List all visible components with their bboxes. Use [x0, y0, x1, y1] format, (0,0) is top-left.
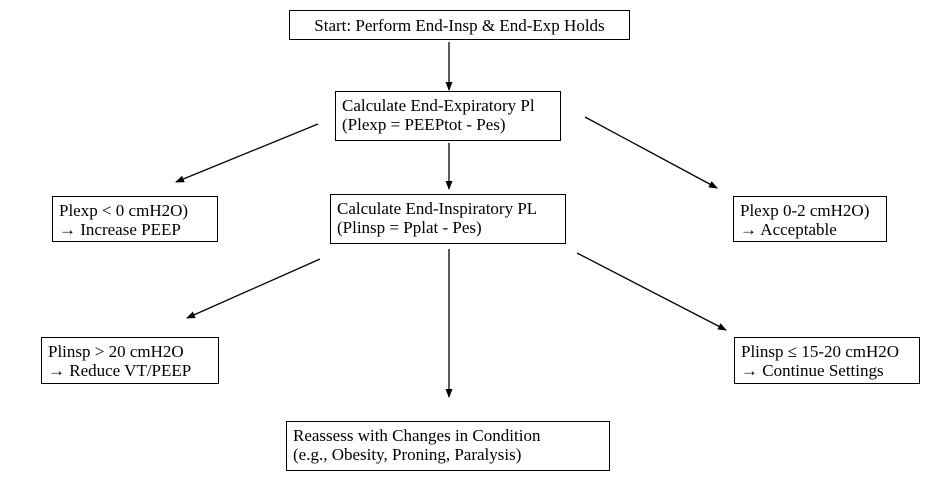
plinsp-high-action: → Reduce VT/PEEP	[48, 361, 192, 380]
reassess-title: Reassess with Changes in Condition	[293, 426, 541, 445]
arrow-calc-insp-to-plinsp-high	[186, 258, 321, 319]
calculate-end-inspiratory-title: Calculate End-Inspiratory PL	[337, 199, 538, 218]
plinsp-ok-action: → Continue Settings	[741, 361, 884, 380]
plinsp-ok-node: Plinsp ≤ 15-20 cmH2O → Continue Settings	[734, 337, 920, 384]
calculate-end-inspiratory-node: Calculate End-Inspiratory PL (Plinsp = P…	[330, 194, 566, 244]
calculate-end-expiratory-title: Calculate End-Expiratory Pl	[342, 96, 535, 115]
plinsp-high-condition: Plinsp > 20 cmH2O	[48, 342, 184, 361]
calculate-end-expiratory-node: Calculate End-Expiratory Pl (Plexp = PEE…	[335, 91, 561, 141]
start-node-text: Start: Perform End-Insp & End-Exp Holds	[314, 16, 605, 35]
plinsp-high-node: Plinsp > 20 cmH2O → Reduce VT/PEEP	[41, 337, 219, 384]
reassess-examples: (e.g., Obesity, Proning, Paralysis)	[293, 445, 522, 464]
calculate-end-inspiratory-formula: (Plinsp = Pplat - Pes)	[337, 218, 482, 237]
arrow-calc-insp-to-plinsp-ok	[576, 252, 727, 331]
plexp-acceptable-action: → Acceptable	[740, 220, 837, 239]
arrow-calc-exp-to-plexp-low	[175, 123, 319, 183]
plexp-low-condition: Plexp < 0 cmH2O)	[59, 201, 189, 220]
plexp-acceptable-condition: Plexp 0-2 cmH2O)	[740, 201, 870, 220]
plexp-low-action: → Increase PEEP	[59, 220, 181, 239]
plinsp-ok-condition: Plinsp ≤ 15-20 cmH2O	[741, 342, 900, 361]
reassess-node: Reassess with Changes in Condition (e.g.…	[286, 421, 610, 471]
calculate-end-expiratory-formula: (Plexp = PEEPtot - Pes)	[342, 115, 506, 134]
arrow-calc-exp-to-plexp-ok	[584, 116, 718, 189]
plexp-low-node: Plexp < 0 cmH2O) → Increase PEEP	[52, 196, 218, 242]
start-node: Start: Perform End-Insp & End-Exp Holds	[289, 10, 630, 40]
plexp-acceptable-node: Plexp 0-2 cmH2O) → Acceptable	[733, 196, 887, 242]
